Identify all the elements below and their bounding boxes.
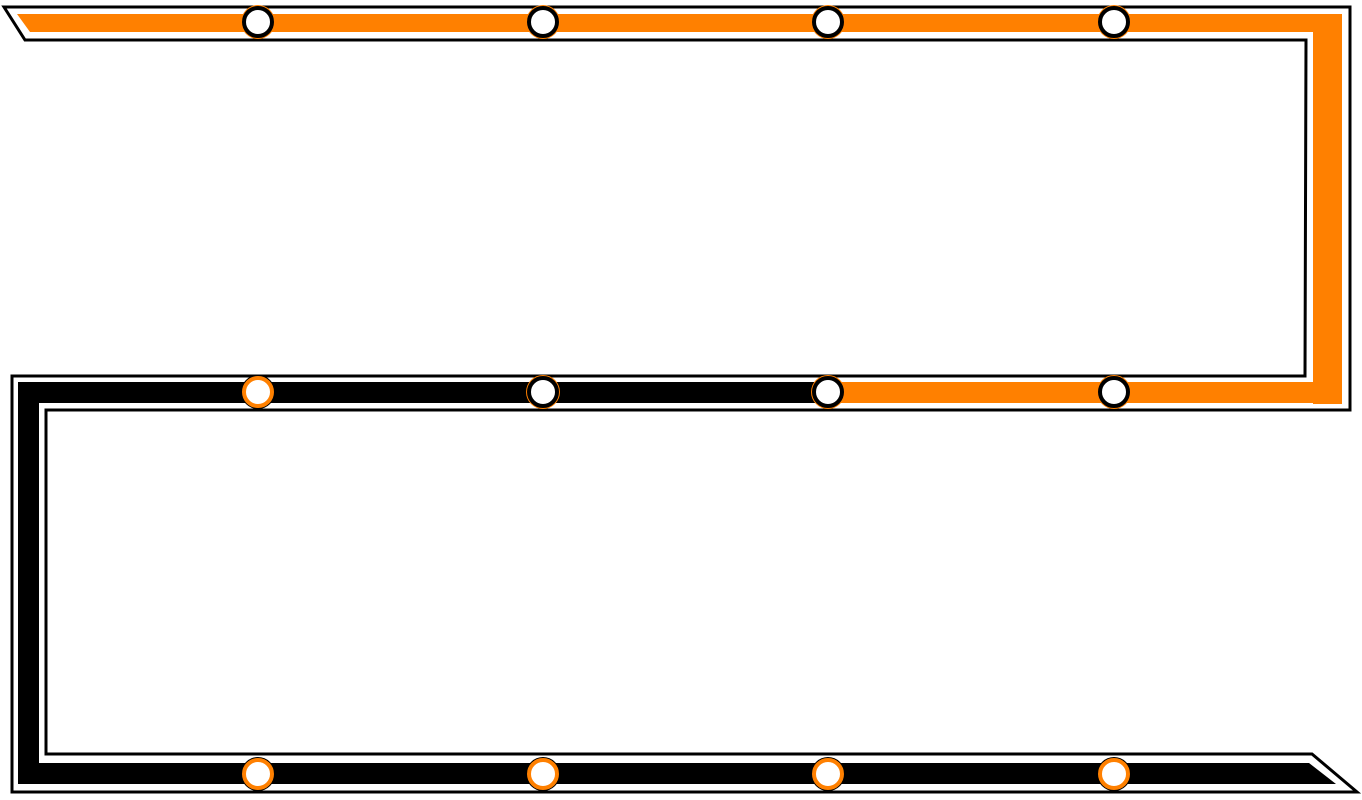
roadmap-node — [1097, 375, 1131, 409]
track-segment-left-connector — [18, 382, 39, 784]
roadmap-node — [241, 375, 275, 409]
track-segment-row2-remaining — [18, 382, 830, 403]
roadmap-node — [526, 375, 560, 409]
roadmap-node — [811, 757, 845, 791]
track-segment-right-connector — [1313, 14, 1342, 404]
roadmap-node — [1097, 757, 1131, 791]
roadmap-node — [526, 5, 560, 39]
track-segment-row1 — [17, 14, 1342, 32]
roadmap-node — [1097, 5, 1131, 39]
roadmap-node — [241, 757, 275, 791]
track-segment-row2-completed — [828, 382, 1342, 403]
roadmap-node — [811, 5, 845, 39]
roadmap-node — [526, 757, 560, 791]
roadmap-node — [811, 375, 845, 409]
track-band — [17, 14, 1342, 784]
roadmap-nodes — [241, 5, 1131, 791]
track-segment-row3 — [18, 763, 1336, 784]
roadmap-node — [241, 5, 275, 39]
